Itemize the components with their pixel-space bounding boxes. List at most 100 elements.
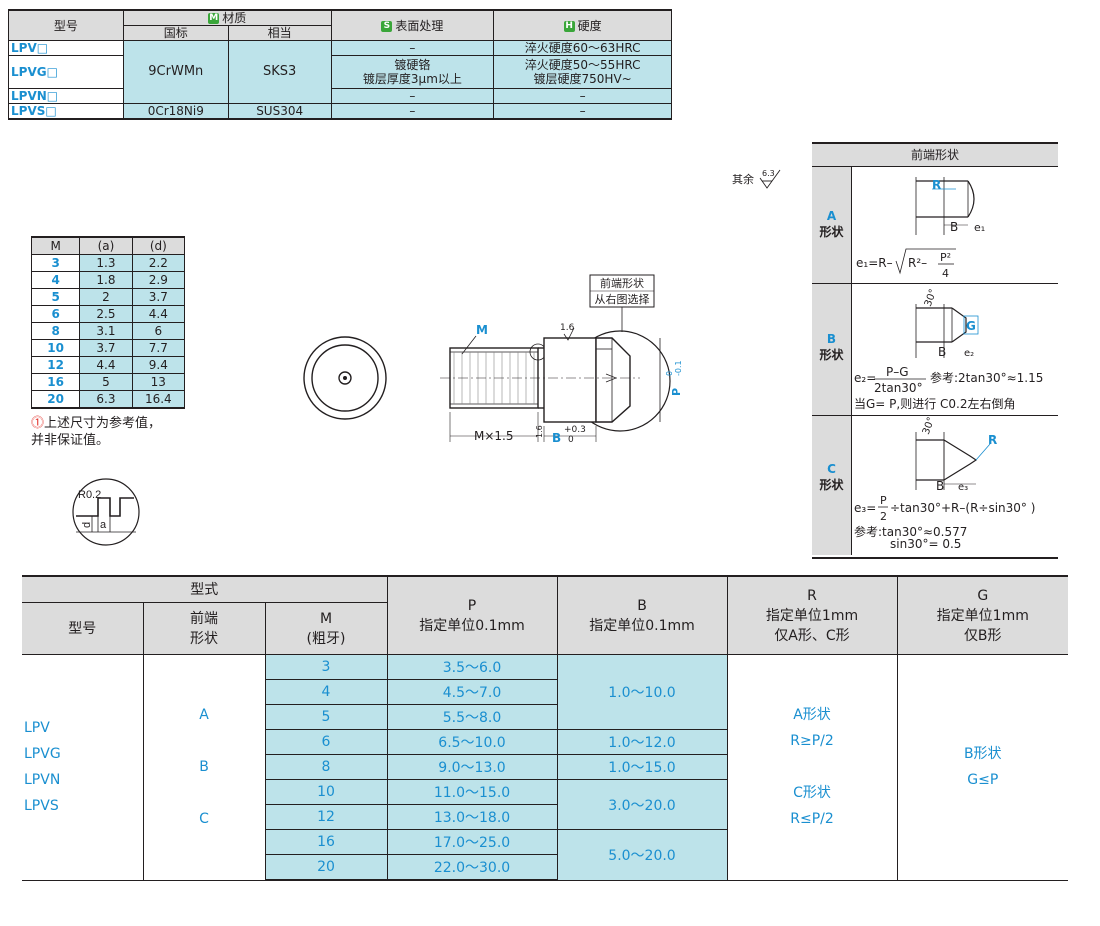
detail-a-label: a — [100, 519, 107, 531]
d-value: 4.4 — [131, 305, 186, 323]
m-cell: 12 — [265, 804, 388, 830]
a-value: 3.1 — [79, 322, 133, 340]
tip-b-letter: B — [826, 332, 837, 346]
end-view-drawing — [303, 336, 387, 420]
dim-p-label: P — [670, 388, 683, 396]
model-list: LPV LPVG LPVN LPVS — [22, 654, 144, 881]
tip-b-angle: 30° — [923, 288, 939, 308]
material-equiv-lpvs: SUS304 — [227, 103, 332, 120]
header-gb: 国标 — [122, 25, 229, 41]
m-value: 5 — [30, 288, 81, 306]
header-tip: 前端形状 — [142, 602, 266, 655]
tip-a-r: R — [932, 178, 941, 192]
tip-b-formula-lhs: e₂= — [854, 371, 876, 385]
tip-b-b: B — [938, 345, 946, 359]
tip-shape-panel: 前端形状 A 形状 R B e₁ e₁=R– R²– P² 4 — [812, 142, 1058, 559]
tip-c-ref2: sin30°= 0.5 — [890, 537, 961, 551]
tip-shape-b: B 形状 30° G B e₂ e₂= P–G 2tan30° 参考:2tan3… — [812, 284, 1058, 416]
m-value: 10 — [30, 339, 81, 357]
tip-a-letter: A — [826, 209, 837, 223]
tip-c-formula-num: P — [880, 494, 887, 507]
surface-tag-icon: S — [381, 20, 393, 32]
hardness-lpv: 淬火硬度60～63HRC — [493, 40, 672, 56]
warning-icon: ⓵ — [31, 416, 45, 431]
header-model: 型号 — [22, 602, 144, 655]
g-rule: G≤P — [967, 772, 999, 789]
tip-item: B — [199, 759, 209, 776]
tip-c-b: B — [936, 479, 944, 493]
roughness-top: 1.6 — [560, 323, 575, 333]
dim-p-tol-upper: 0 — [665, 371, 674, 376]
tip-c-angle: 30° — [921, 416, 937, 436]
g-cell: B形状 G≤P — [896, 654, 1068, 881]
m-leader-label: M — [476, 323, 488, 337]
tip-shape-c: C 形状 30° R B e₃ e₃= P 2 ÷tan30°+R–(R÷sin… — [812, 416, 1058, 555]
tip-b-name: 形状 — [819, 348, 844, 362]
tip-a-formula-den: 4 — [942, 267, 949, 280]
m-cell: 16 — [265, 829, 388, 855]
p-cell: 9.0～13.0 — [386, 754, 558, 780]
tip-a-formula-lhs: e₁=R– — [856, 256, 893, 270]
hardness-tag-icon: H — [563, 20, 575, 32]
a-value: 6.3 — [79, 390, 133, 409]
r-c-rule: R≤P/2 — [790, 811, 834, 828]
r-cell: A形状 R≥P/2 C形状 R≤P/2 — [726, 654, 898, 881]
callout-choose-right: 从右图选择 — [595, 292, 650, 306]
a-value: 2 — [79, 288, 133, 306]
p-cell: 4.5～7.0 — [386, 679, 557, 705]
tip-item: C — [199, 811, 209, 828]
m-cell: 3 — [264, 654, 388, 680]
material-gb-lpvs: 0Cr18Ni9 — [122, 103, 229, 120]
b-cell: 3.0～20.0 — [556, 779, 727, 830]
m-value: 20 — [30, 390, 81, 409]
a-value: 4.4 — [79, 356, 133, 374]
model-item: LPVS — [24, 798, 59, 815]
dim-m15-label: M×1.5 — [474, 429, 514, 443]
tip-c-e: e₃ — [958, 482, 968, 493]
b-cell: 1.0～10.0 — [556, 654, 728, 730]
tip-b-formula-num: P–G — [886, 365, 909, 379]
tip-list: A B C — [142, 654, 266, 881]
d-value: 13 — [131, 373, 186, 391]
m-cell: 20 — [265, 854, 388, 881]
svg-text:6.3: 6.3 — [762, 169, 775, 178]
d-value: 2.2 — [131, 254, 186, 272]
tip-c-formula-lhs: e₃= — [854, 501, 876, 515]
tip-a-e: e₁ — [974, 221, 985, 234]
g-label: B形状 — [963, 746, 1002, 763]
a-header: (a) — [79, 236, 133, 255]
header-model: 型号 — [8, 9, 124, 41]
surface-lpvn: – — [330, 88, 495, 104]
material-equiv-shared: SKS3 — [227, 40, 332, 104]
model-item: LPV — [24, 720, 50, 737]
model-item: LPVN — [24, 772, 61, 789]
tip-c-formula-rest: ÷tan30°+R–(R÷sin30° ) — [890, 501, 1035, 515]
tip-c-name: 形状 — [819, 478, 844, 492]
other-roughness-note: 其余 6.3 — [732, 168, 786, 192]
tip-item: A — [199, 707, 209, 724]
dim-b-tol-upper: +0.3 — [564, 425, 586, 435]
m-cell: 10 — [265, 779, 388, 805]
m-value: 16 — [30, 373, 81, 391]
b-cell: 1.0～12.0 — [556, 729, 727, 755]
tip-b-g: G — [966, 319, 976, 333]
hardness-lpvs: – — [493, 103, 672, 120]
m-value: 8 — [30, 322, 81, 340]
d-value: 3.7 — [131, 288, 186, 306]
m-cell: 5 — [265, 704, 388, 730]
detail-r-label: R0.2 — [78, 489, 101, 501]
tip-c-formula-den: 2 — [880, 510, 887, 523]
tip-c-letter: C — [827, 462, 836, 476]
a-value: 3.7 — [79, 339, 133, 357]
surface-lpvg: 镀硬铬镀层厚度3μm以上 — [330, 55, 495, 89]
surface-lpv: – — [330, 40, 495, 56]
reference-note: ⓵上述尺寸为参考值， 并非保证值。 — [31, 416, 162, 448]
r-a-label: A形状 — [793, 707, 831, 724]
